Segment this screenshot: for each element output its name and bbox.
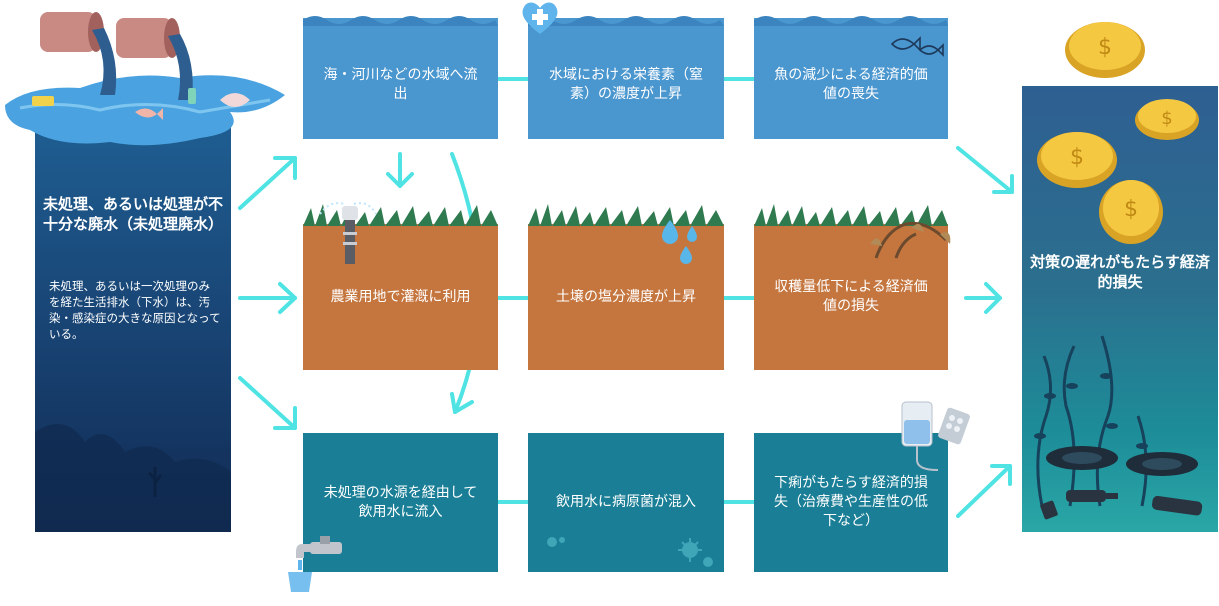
wave-top-decoration xyxy=(303,16,948,26)
tire-icon xyxy=(1046,446,1198,476)
water-drop-icon xyxy=(662,220,697,264)
svg-text:$: $ xyxy=(1124,197,1138,222)
water-box-1: 海・河川などの水域へ流出 xyxy=(303,18,498,139)
source-description: 未処理、あるいは一次処理のみを経た生活排水（下水）は、汚染・感染症の大きな原因と… xyxy=(49,279,221,341)
source-panel: 未処理、あるいは処理が不十分な廃水（未処理廃水） 未処理、あるいは一次処理のみを… xyxy=(35,120,231,532)
seabed-silhouette-icon xyxy=(35,424,231,532)
svg-text:$: $ xyxy=(1098,35,1112,60)
faucet-icon xyxy=(288,536,342,592)
bottle-icon xyxy=(1040,490,1203,520)
sprinkler-icon xyxy=(319,202,377,264)
outcome-title: 対策の遅れがもたらす経済的損失 xyxy=(1030,253,1210,291)
soil-box-1-text: 農業用地で灌漑に利用 xyxy=(330,288,471,305)
coin-icon: $ $ $ $ xyxy=(1037,22,1199,244)
soil-box-2: 土壌の塩分濃度が上昇 xyxy=(528,224,724,370)
drinking-box-1-text: 未処理の水源を経由して飲用水に流入 xyxy=(323,484,478,520)
plant-icon xyxy=(870,221,951,259)
drinking-box-3: 下痢がもたらす経済的損失（治療費や生産性の低下など） xyxy=(754,433,948,572)
soil-box-3-text: 収穫量低下による経済価値の損失 xyxy=(774,279,928,314)
water-box-3-text: 魚の減少による経済的価値の喪失 xyxy=(774,67,928,102)
water-box-2: 水域における栄養素（窒素）の濃度が上昇 xyxy=(528,18,724,139)
soil-box-3: 収穫量低下による経済価値の損失 xyxy=(754,224,948,370)
iv-bag-icon xyxy=(901,401,939,471)
soil-box-1: 農業用地で灌漑に利用 xyxy=(303,224,498,370)
drinking-box-3-text: 下痢がもたらす経済的損失（治療費や生産性の低下など） xyxy=(774,475,928,529)
health-cross-icon xyxy=(522,2,558,34)
source-title: 未処理、あるいは処理が不十分な廃水（未処理廃水） xyxy=(43,195,224,233)
water-box-2-text: 水域における栄養素（窒素）の濃度が上昇 xyxy=(549,67,703,102)
water-box-1-text: 海・河川などの水域へ流出 xyxy=(323,67,478,102)
drinking-box-2-text: 飲用水に病原菌が混入 xyxy=(556,494,696,510)
water-box-3: 魚の減少による経済的価値の喪失 xyxy=(754,18,948,139)
svg-text:$: $ xyxy=(1070,145,1084,170)
soil-box-2-text: 土壌の塩分濃度が上昇 xyxy=(556,288,696,305)
fish-icon xyxy=(890,36,944,57)
seaweed-icon xyxy=(1034,335,1148,507)
germ-icon xyxy=(547,537,713,567)
svg-text:$: $ xyxy=(1161,108,1172,129)
polluted-water-illustration xyxy=(5,12,285,146)
pill-pack-icon xyxy=(938,407,970,445)
